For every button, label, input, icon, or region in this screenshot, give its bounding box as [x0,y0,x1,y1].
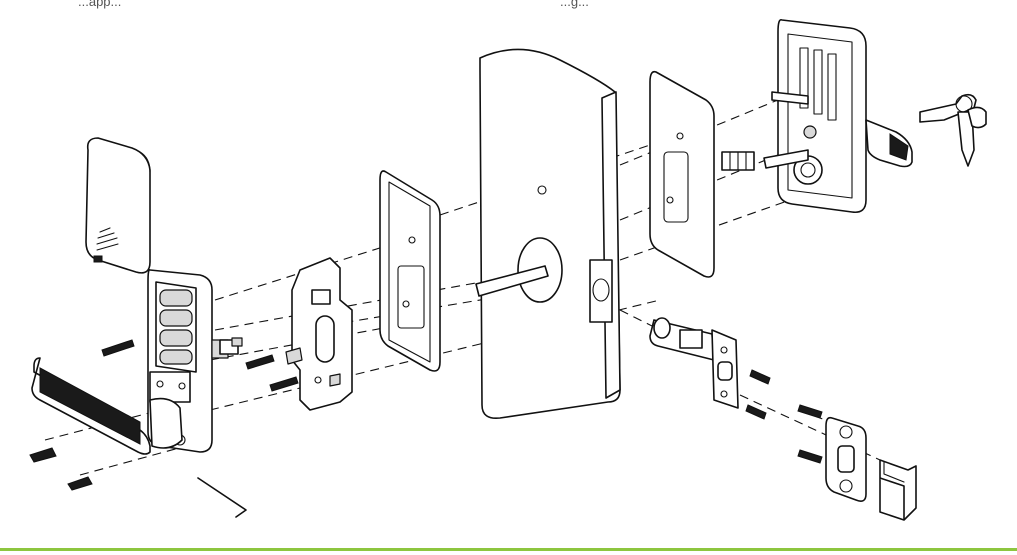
top-caption-right: ...g... [560,0,589,9]
key-set [919,93,987,167]
connector-rear [721,151,755,171]
rear-lever-handle [865,119,913,168]
hex-key [197,477,247,518]
screws-front [29,339,823,491]
mounting-bracket [285,257,353,411]
door-slab [479,48,621,420]
inner-gasket-plate [379,170,441,372]
connector-front [219,337,243,355]
strike-plate [825,416,867,502]
strike-box [879,459,917,521]
rear-housing-unit [763,18,867,214]
top-caption-left: ...app... [78,0,122,9]
front-lever-handle [31,357,183,455]
battery-cells [159,289,193,365]
bottom-accent-rule [0,548,1017,551]
rear-gasket-plate [649,70,715,278]
battery-cover [85,137,151,274]
latch-assembly [649,317,739,409]
spindle [475,265,549,297]
